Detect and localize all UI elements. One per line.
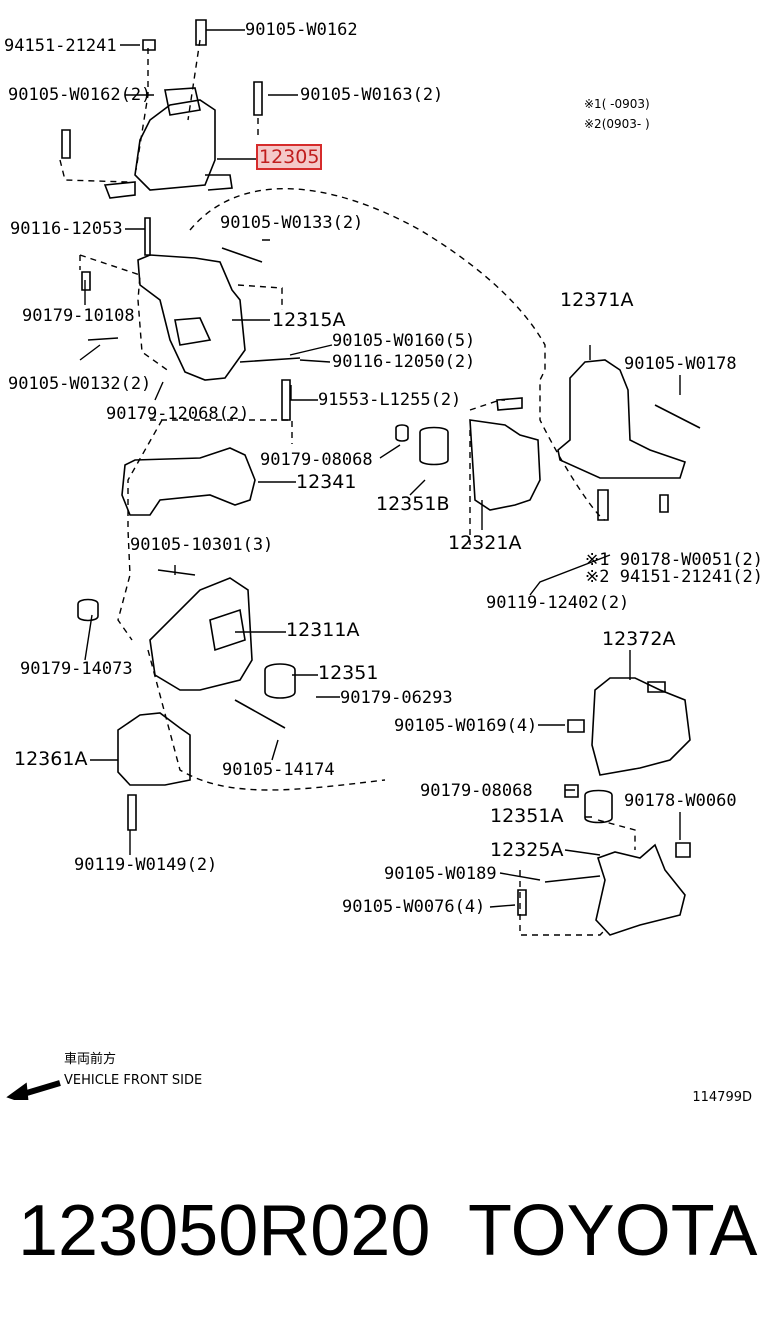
label-90179-10108: 90179-10108 bbox=[22, 306, 135, 326]
label-90178-w0060: 90178-W0060 bbox=[624, 791, 737, 811]
front-side-en: VEHICLE FRONT SIDE bbox=[64, 1073, 203, 1088]
label-90105-w0160-5: 90105-W0160(5) bbox=[332, 331, 476, 351]
diagram-linework bbox=[6, 19, 701, 1106]
label-91553-l1255-2: 91553-L1255(2) bbox=[318, 390, 462, 410]
note-1: ※1( -0903) bbox=[584, 97, 650, 111]
brand-caption: TOYOTA bbox=[468, 1191, 758, 1271]
label-12372a: 12372A bbox=[602, 628, 676, 650]
label-12371a: 12371A bbox=[560, 289, 634, 311]
label-12351: 12351 bbox=[318, 662, 379, 684]
label-12351b: 12351B bbox=[376, 493, 450, 515]
label-90105-w0178: 90105-W0178 bbox=[624, 354, 737, 374]
label-94151-21241-2: ※2 94151-21241(2) bbox=[585, 567, 760, 587]
front-side-jp: 車両前方 bbox=[64, 1052, 117, 1067]
part-number-caption: 123050R020 bbox=[18, 1191, 431, 1271]
label-12305: 12305 bbox=[255, 144, 323, 170]
label-90105-w0076-4: 90105-W0076(4) bbox=[342, 897, 486, 917]
label-94151-21241: 94151-21241 bbox=[4, 36, 117, 56]
label-90179-08068-a: 90179-08068 bbox=[260, 450, 373, 470]
label-12311a: 12311A bbox=[286, 619, 360, 641]
label-12315a: 12315A bbox=[272, 309, 346, 331]
label-90178-w0051-2: ※1 90178-W0051(2) bbox=[585, 550, 760, 570]
label-90179-06293: 90179-06293 bbox=[340, 688, 453, 708]
label-90105-w0169-4: 90105-W0169(4) bbox=[394, 716, 538, 736]
label-90105-w0133-2: 90105-W0133(2) bbox=[220, 213, 364, 233]
note-2: ※2(0903- ) bbox=[584, 117, 650, 131]
label-90179-12068-2: 90179-12068(2) bbox=[106, 404, 250, 424]
label-90119-w0149-2: 90119-W0149(2) bbox=[74, 855, 218, 875]
label-12341: 12341 bbox=[296, 471, 357, 493]
label-90116-12050-2: 90116-12050(2) bbox=[332, 352, 476, 372]
label-90179-08068-b: 90179-08068 bbox=[420, 781, 533, 801]
label-90105-w0162-2: 90105-W0162(2) bbox=[8, 85, 152, 105]
label-90116-12053: 90116-12053 bbox=[10, 219, 123, 239]
label-90105-w0163-2: 90105-W0163(2) bbox=[300, 85, 444, 105]
label-12321a: 12321A bbox=[448, 532, 522, 554]
leader-lines bbox=[79, 29, 681, 908]
label-90119-12402-2: 90119-12402(2) bbox=[486, 593, 630, 613]
label-90105-10301-3: 90105-10301(3) bbox=[130, 535, 274, 555]
highlighted-part-number: 12305 bbox=[255, 144, 323, 170]
label-90105-w0132-2: 90105-W0132(2) bbox=[8, 374, 152, 394]
label-90105-w0162: 90105-W0162 bbox=[245, 20, 358, 40]
illustration-id: 114799D bbox=[692, 1090, 752, 1105]
part-sketches bbox=[6, 19, 701, 1106]
label-90105-14174: 90105-14174 bbox=[222, 760, 335, 780]
label-12351a: 12351A bbox=[490, 805, 564, 827]
parts-diagram: ※1( -0903) ※2(0903- ) 94151-21241 90105-… bbox=[4, 19, 760, 1106]
label-12361a: 12361A bbox=[14, 748, 88, 770]
label-90179-14073: 90179-14073 bbox=[20, 659, 133, 679]
label-90105-w0189: 90105-W0189 bbox=[384, 864, 497, 884]
label-12325a: 12325A bbox=[490, 839, 564, 861]
